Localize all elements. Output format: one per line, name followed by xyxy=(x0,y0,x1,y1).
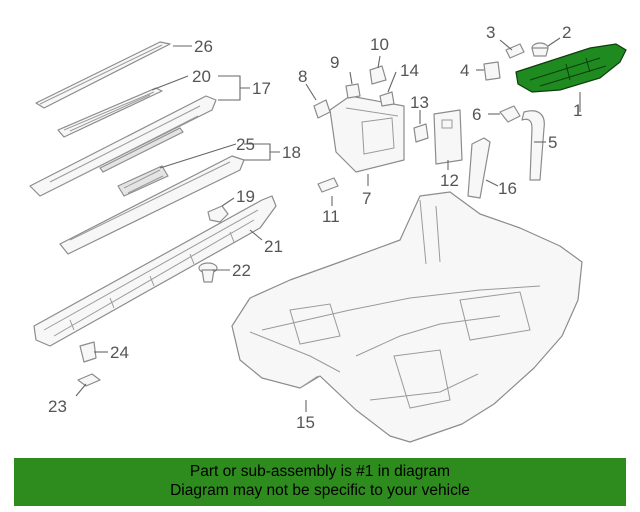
part-21-rocker-bracket xyxy=(33,195,277,347)
callout-1: 1 xyxy=(573,101,582,120)
callout-6: 6 xyxy=(472,105,481,124)
callout-11: 11 xyxy=(322,207,340,226)
callout-labels: 26 20 17 25 18 19 21 22 24 23 8 9 10 14 … xyxy=(48,23,582,432)
part-16-curved-trim xyxy=(467,137,491,199)
callout-14: 14 xyxy=(400,61,419,80)
part-18-rear-sill-trim xyxy=(59,155,245,255)
part-12-access-panel xyxy=(433,109,463,165)
part-9-clip xyxy=(345,83,361,99)
part-6-fastener xyxy=(499,105,521,123)
callout-3: 3 xyxy=(486,23,495,42)
part-7-quarter-trim xyxy=(329,95,405,173)
banner-line-2: Diagram may not be specific to your vehi… xyxy=(170,482,470,499)
callout-19: 19 xyxy=(236,187,255,206)
callout-7: 7 xyxy=(362,189,371,208)
part-13-clip xyxy=(413,123,429,143)
part-1-highlighted-panel xyxy=(515,43,627,93)
callout-18: 18 xyxy=(282,143,301,162)
callout-13: 13 xyxy=(410,93,429,112)
callout-8: 8 xyxy=(298,67,307,86)
part-20-scuff-plate xyxy=(57,87,163,138)
banner-line-1: Part or sub-assembly is #1 in diagram xyxy=(189,463,451,480)
callout-9: 9 xyxy=(330,53,339,72)
callout-12: 12 xyxy=(440,171,459,190)
part-23-pad xyxy=(77,373,101,387)
callout-24: 24 xyxy=(110,343,129,362)
callout-10: 10 xyxy=(370,35,389,54)
part-4-pad xyxy=(483,61,501,81)
part-2-grommet xyxy=(531,42,549,57)
info-banner: Part or sub-assembly is #1 in diagram Di… xyxy=(14,458,626,506)
part-15-floor-carpet xyxy=(231,191,583,443)
callout-17: 17 xyxy=(252,79,271,98)
callout-26: 26 xyxy=(194,37,213,56)
part-8-bracket xyxy=(313,99,331,119)
part-5-weatherstrip xyxy=(521,110,545,181)
callout-2: 2 xyxy=(562,23,571,42)
part-24-bracket xyxy=(79,341,97,363)
part-22-push-pin xyxy=(198,262,218,283)
part-19-clip xyxy=(207,205,229,223)
callout-15: 15 xyxy=(296,413,315,432)
part-26-sill-strip xyxy=(35,41,171,109)
callout-4: 4 xyxy=(460,61,469,80)
part-11-fastener xyxy=(317,177,339,193)
callout-16: 16 xyxy=(498,179,517,198)
callout-20: 20 xyxy=(192,67,211,86)
part-14-clip xyxy=(379,91,395,107)
callout-22: 22 xyxy=(232,261,251,280)
callout-23: 23 xyxy=(48,397,67,416)
part-10-clip xyxy=(369,65,387,85)
part-3-clip xyxy=(505,43,525,59)
callout-21: 21 xyxy=(264,237,283,256)
callout-5: 5 xyxy=(548,133,557,152)
leader-lines xyxy=(75,37,581,412)
part-17-sill-trim xyxy=(29,95,217,197)
callout-25: 25 xyxy=(236,135,255,154)
